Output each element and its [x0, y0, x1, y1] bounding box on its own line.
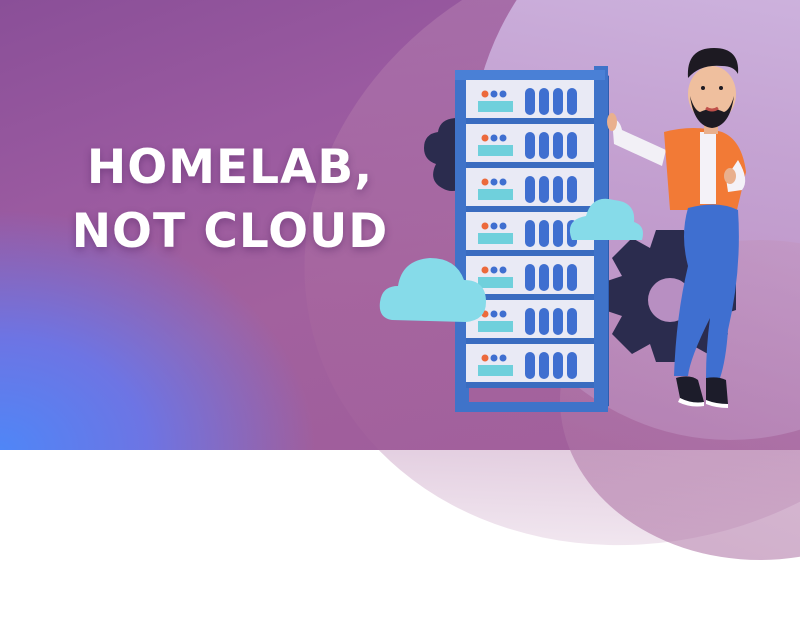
server-unit: [466, 80, 594, 124]
person-illustration: [607, 48, 746, 408]
cloud-icon: [569, 198, 643, 240]
headline-line-1: HOMELAB,: [86, 140, 374, 195]
cloud-icon: [379, 258, 486, 322]
illustration: [379, 48, 746, 412]
headline: HOMELAB, NOT CLOUD: [40, 136, 420, 264]
gear-icon: [424, 118, 462, 191]
headline-line-2: NOT CLOUD: [71, 204, 389, 259]
